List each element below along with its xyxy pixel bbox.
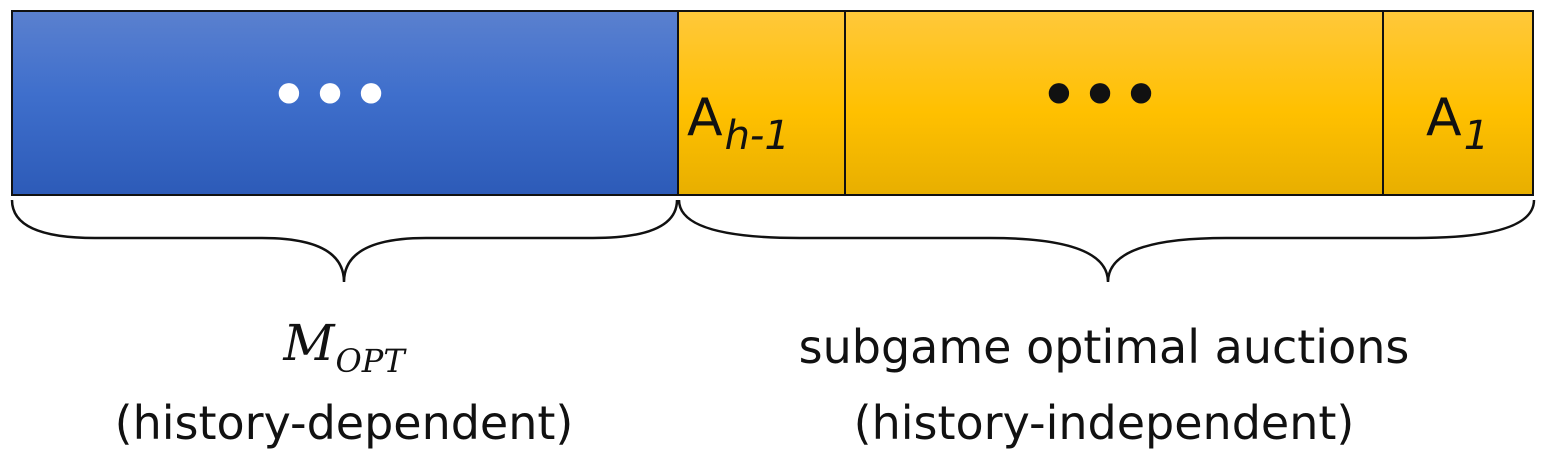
subgame-auctions-caption: subgame optimal auctions (798, 320, 1410, 374)
history-dependent-caption: (history-dependent) (114, 396, 574, 450)
auction-h-minus-1-subscript: h-1 (724, 113, 790, 159)
auction-h-minus-1-label: Ah-1 (687, 88, 790, 156)
right-brace (677, 199, 1536, 283)
auction-1-base: A (1426, 88, 1462, 148)
left-brace (10, 199, 679, 283)
auction-1-subscript: 1 (1463, 113, 1490, 159)
auction-h-minus-1-base: A (687, 88, 723, 148)
history-ellipsis: ••• (270, 61, 394, 129)
m-opt-base: M (283, 314, 335, 372)
auction-1-block (1382, 10, 1534, 196)
m-opt-subscript: OPT (335, 342, 405, 380)
m-opt-symbol: MOPT (283, 318, 404, 377)
history-dependent-block (11, 10, 679, 196)
auction-ellipsis: ••• (1040, 61, 1164, 129)
auction-middle-block (844, 10, 1384, 196)
history-independent-caption: (history-independent) (853, 396, 1355, 450)
auction-1-label: A1 (1426, 88, 1489, 156)
auction-h-minus-1-block (677, 10, 846, 196)
